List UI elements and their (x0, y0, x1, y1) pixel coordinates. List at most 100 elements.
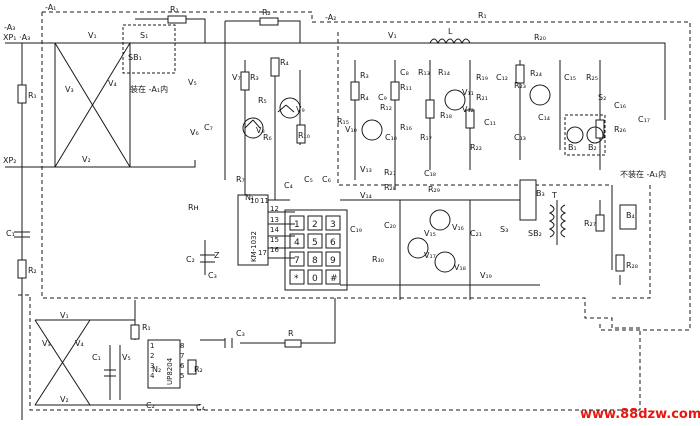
key-hash[interactable]: # (330, 274, 338, 284)
label-r1-top: R₁ (170, 5, 179, 14)
label-c8: C₈ (400, 68, 409, 77)
handset-box (564, 114, 606, 156)
label-b2: B₂ (588, 143, 597, 152)
label-ic2-p3: 3 (150, 362, 154, 370)
inductor-l (429, 38, 471, 45)
key-5[interactable]: 5 (312, 238, 318, 248)
label-r17: R₁₇ (420, 133, 432, 142)
label-b4: B₄ (626, 211, 635, 220)
label-c18: C₁₈ (424, 169, 436, 178)
label-r-lower2: R₂ (194, 365, 203, 374)
label-r-lower3: R (288, 329, 294, 338)
label-c20: C₂₀ (384, 221, 396, 230)
label-s3: S₃ (500, 225, 508, 234)
label-ic2-p7: 7 (180, 352, 184, 360)
key-3[interactable]: 3 (330, 220, 336, 230)
label-r4: R₄ (280, 58, 289, 67)
key-4[interactable]: 4 (294, 238, 300, 248)
label-ic2-p4: 4 (150, 372, 155, 380)
label-v15: V₁₅ (424, 229, 436, 238)
label-c-lower3: C₃ (236, 329, 245, 338)
key-7[interactable]: 7 (294, 256, 300, 266)
label-r10: R₁₀ (298, 131, 310, 140)
label-r28: R₂₈ (384, 183, 396, 192)
key-6[interactable]: 6 (330, 238, 336, 248)
label-c-lower1: C₁ (92, 353, 101, 362)
bridge-upper (54, 42, 131, 168)
label-r16: R₁₆ (400, 123, 412, 132)
label-t: T (551, 191, 557, 200)
rail-xp2 (5, 160, 196, 168)
label-n2: N₂ (152, 365, 161, 374)
label-c5: C₅ (304, 175, 313, 184)
keypad: 1 2 3 4 5 6 7 8 9 * 0 # (289, 215, 341, 285)
label-ic2-p6: 6 (180, 362, 185, 370)
label-r18: R₁₈ (440, 111, 452, 120)
key-1[interactable]: 1 (294, 220, 300, 230)
label-a2: -A₂ (325, 13, 336, 22)
label-b3: B₃ (536, 189, 545, 198)
key-0[interactable]: 0 (312, 274, 318, 284)
label-r-b: R₄ (360, 93, 369, 102)
ringer-b3 (519, 179, 537, 221)
key-2[interactable]: 2 (312, 220, 318, 230)
transformer-t (548, 200, 567, 245)
label-v17: V₁₇ (424, 251, 436, 260)
label-c19: C₁₉ (350, 225, 362, 234)
label-r25: R₂₅ (586, 73, 598, 82)
label-sb1: SB₁ (128, 53, 142, 62)
note-not-in-a1: 不装在 -A₁内 (620, 169, 666, 179)
label-v-lower3: V₃ (42, 339, 51, 348)
label-ic-p11: 11 (260, 197, 269, 205)
keypad-frame (284, 209, 348, 291)
label-v3: V₃ (65, 85, 74, 94)
label-r-lower1: R₁ (142, 323, 151, 332)
label-v-lower2: V₂ (60, 395, 69, 404)
label-c9: C₉ (378, 93, 387, 102)
label-ic2-p1: 1 (150, 342, 154, 350)
label-s2: S₂ (598, 93, 606, 102)
label-ic-p16: 16 (270, 246, 279, 254)
enclosure-a3 (18, 294, 640, 411)
label-v-lower1: V₁ (60, 311, 69, 320)
label-c6: C₆ (322, 175, 331, 184)
label-c2: C₂ (186, 255, 195, 264)
label-ic2-p2: 2 (150, 352, 154, 360)
label-v-lower5: V₅ (122, 353, 131, 362)
label-v10: V₁₀ (345, 125, 357, 134)
ic-up8204 (147, 339, 181, 389)
label-ic2-p5: 5 (180, 372, 184, 380)
label-r21: R₂₁ (476, 93, 488, 102)
note-in-a1: 装在 -A₁内 (130, 84, 168, 94)
label-r6: R₆ (263, 133, 272, 142)
label-r1: R₁ (478, 11, 487, 20)
label-t-a3: -A₃ (4, 23, 15, 32)
label-r14: R₁₄ (438, 68, 450, 77)
receiver-b1 (566, 126, 584, 144)
label-ic2: UP8204 (166, 357, 174, 385)
label-r19: R₁₉ (476, 73, 488, 82)
label-xp2: XP₂ (3, 156, 17, 165)
label-c12: C₁₂ (496, 73, 508, 82)
label-v13: V₁₃ (360, 165, 372, 174)
label-c3: C₃ (208, 271, 217, 280)
label-r-right2: R₂₈ (626, 261, 638, 270)
key-8[interactable]: 8 (312, 256, 318, 266)
bridge-lower (34, 319, 91, 406)
label-ic-p15: 15 (270, 236, 279, 244)
label-r20: R₂₀ (534, 33, 546, 42)
key-star[interactable]: * (294, 274, 299, 284)
label-v16: V₁₆ (452, 223, 464, 232)
label-c-lower2: C₂ (146, 401, 155, 410)
label-v9: V₉ (296, 105, 305, 114)
key-9[interactable]: 9 (330, 256, 336, 266)
label-c10: C₁₀ (385, 133, 397, 142)
label-c7: C₇ (204, 123, 213, 132)
label-v1: V₁ (88, 31, 97, 40)
label-v-lower4: V₄ (75, 339, 84, 348)
label-ic-p10: 10 (250, 197, 259, 205)
label-ic1: KM-1032 (250, 231, 258, 262)
label-v-top: V₁ (388, 31, 397, 40)
label-c1: C₁ (6, 229, 15, 238)
